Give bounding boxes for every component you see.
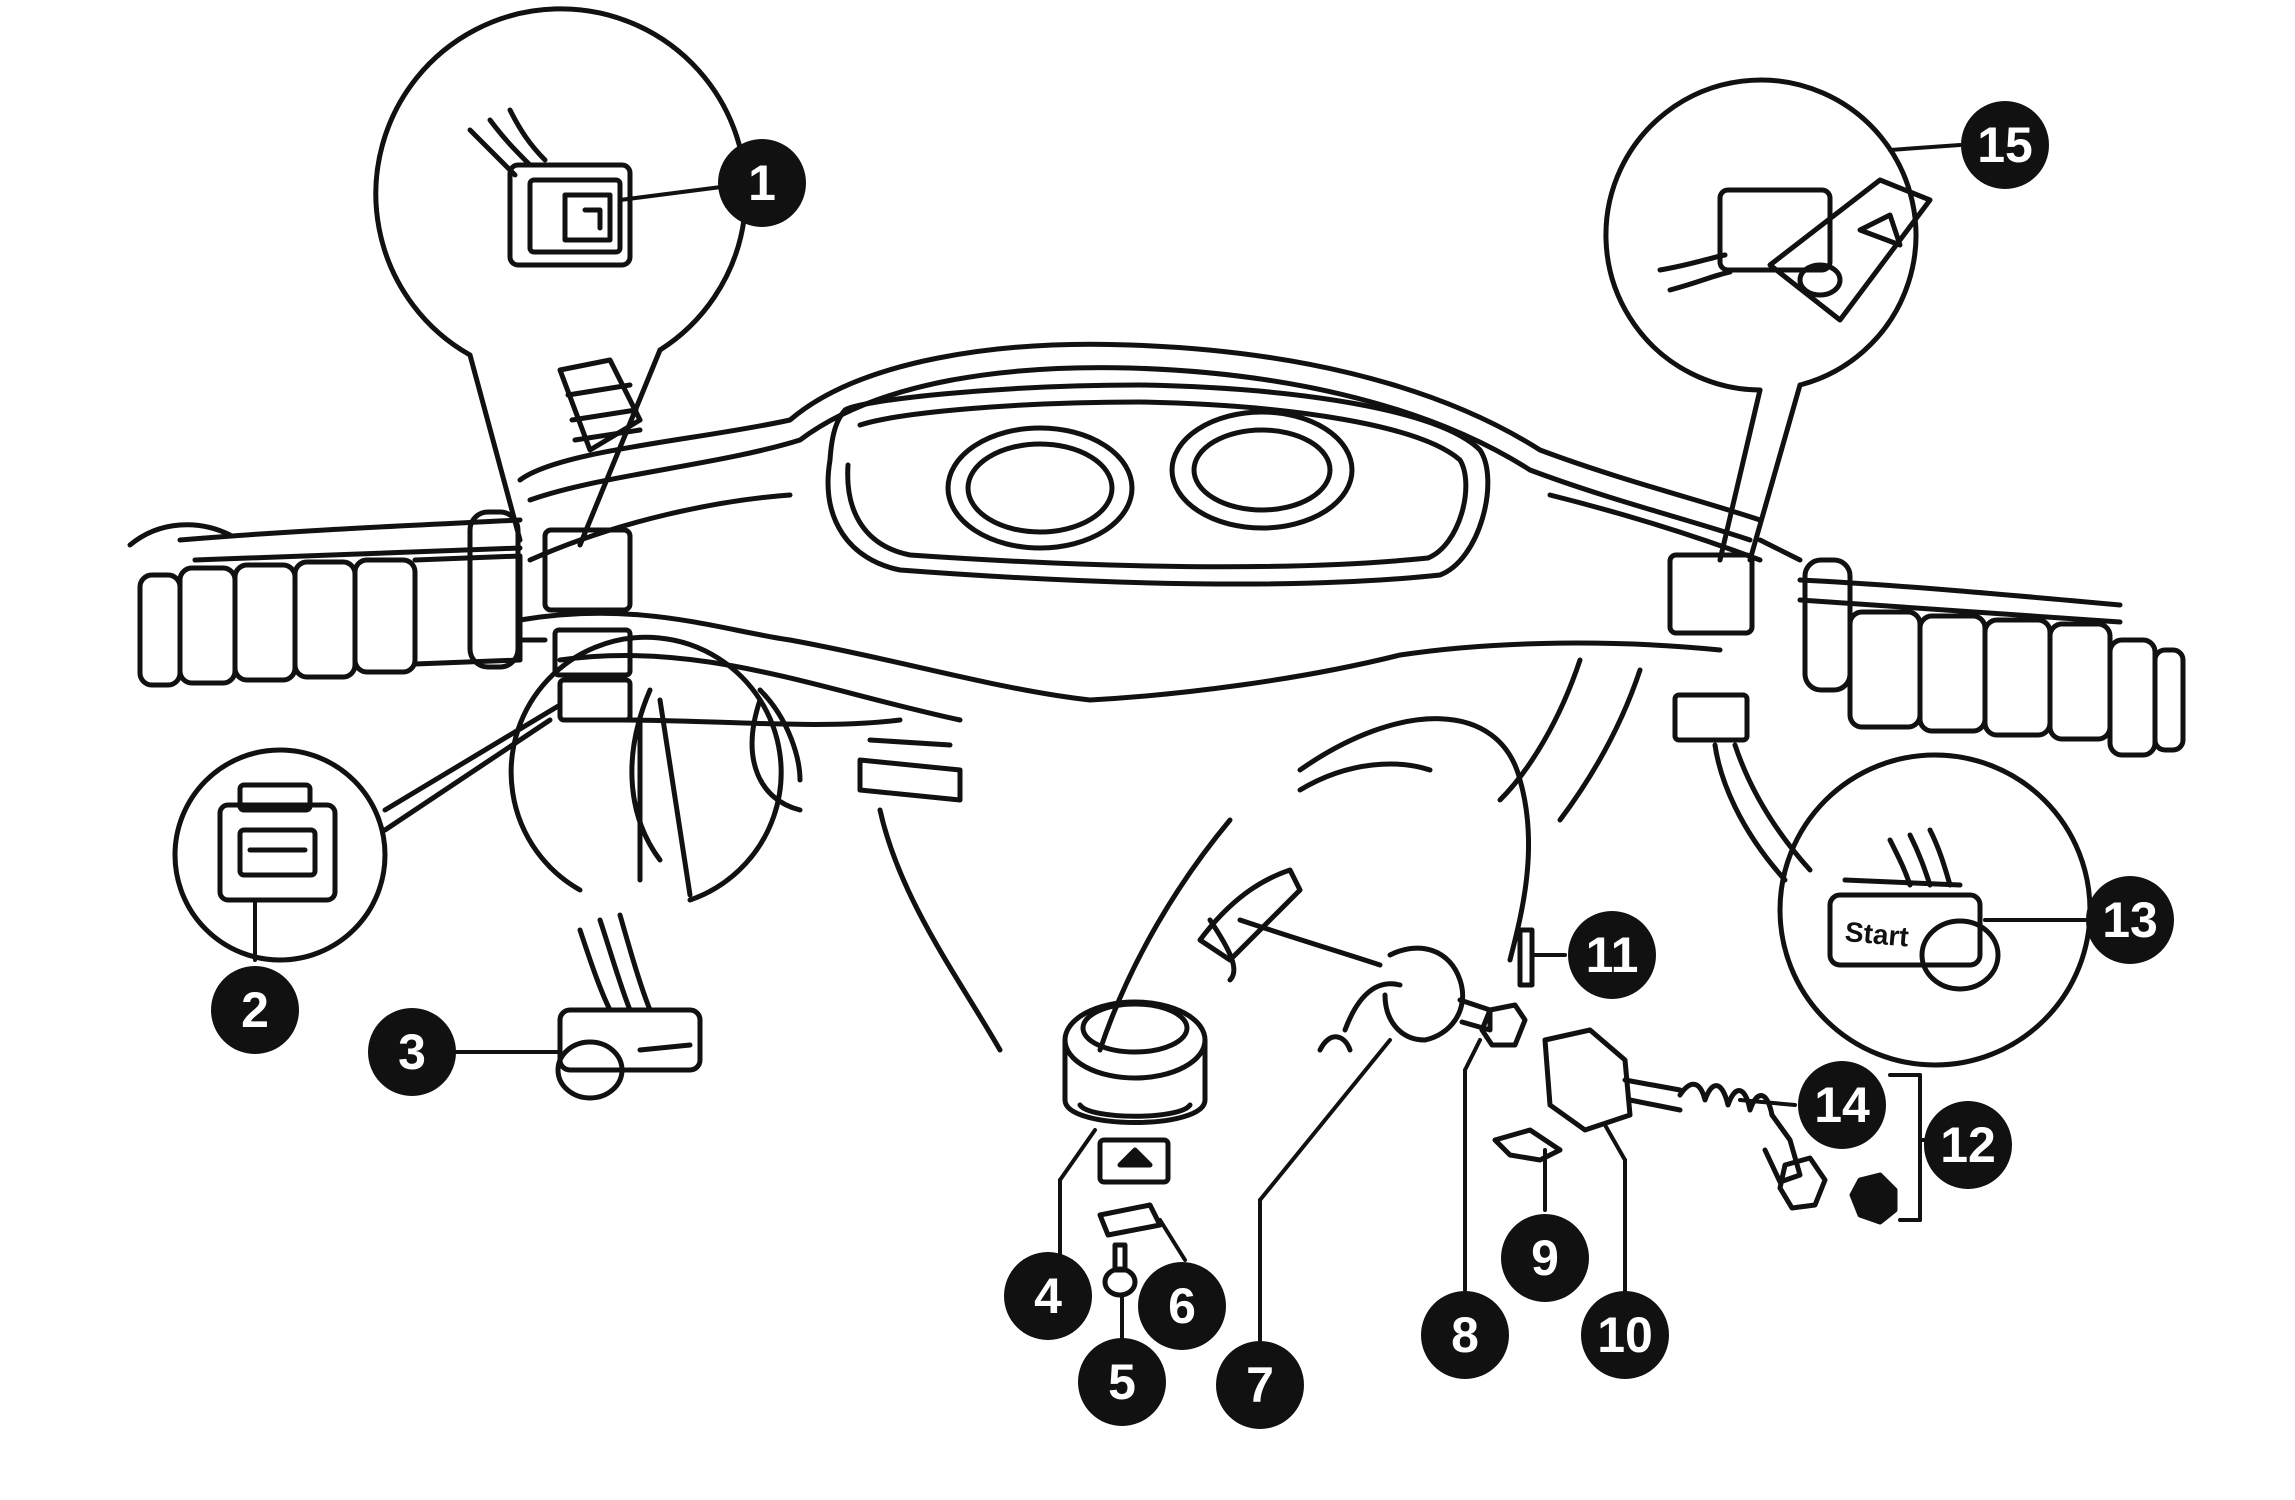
svg-text:12: 12 [1940,1117,1996,1173]
callout-3: 3 [368,1008,456,1096]
cable-assembly [1197,716,1898,1225]
svg-text:9: 9 [1531,1230,1559,1286]
svg-text:1: 1 [748,155,776,211]
detail-circle-15 [1603,77,1933,563]
right-grip [1797,557,2186,758]
cable-housing [1542,1027,1633,1133]
right-switch-housing [1667,537,1803,743]
detail-circle-3 [508,634,784,1101]
svg-text:4: 4 [1034,1268,1062,1324]
callout-7: 7 [1216,1341,1304,1429]
instrument-cluster [825,382,1491,587]
callout-1: 1 [718,139,806,227]
svg-text:2: 2 [241,982,269,1038]
svg-text:11: 11 [1586,927,1639,983]
left-grip [127,509,523,688]
brake-lever-mount-left [557,357,643,453]
handlebar-cover [517,341,1763,863]
svg-text:13: 13 [2102,892,2158,948]
svg-text:7: 7 [1246,1357,1274,1413]
callout-14: 14 [1798,1061,1886,1149]
detail-circle-1 [373,6,749,548]
svg-text:3: 3 [398,1024,426,1080]
callout-5: 5 [1078,1338,1166,1426]
detail-circle-13 [1712,742,2093,1068]
leader-lines [253,143,2087,1342]
svg-text:8: 8 [1451,1307,1479,1363]
cable-clip [1492,1127,1563,1163]
start-button-stamp: Start [1844,916,1910,952]
callout-8: 8 [1421,1291,1509,1379]
ignition-screw [1102,1266,1138,1298]
callout-badges: 1 2 3 4 5 6 7 8 [211,101,2174,1429]
svg-text:15: 15 [1977,117,2033,173]
callout-6: 6 [1138,1262,1226,1350]
cable-spring [1677,1081,1775,1118]
callout-12: 12 [1924,1101,2012,1189]
callout-11: 11 [1568,911,1656,999]
callout-10: 10 [1581,1291,1669,1379]
svg-text:14: 14 [1814,1077,1870,1133]
ignition-washer [1097,1202,1163,1238]
detail-circle-2 [172,702,563,963]
callout-15: 15 [1961,101,2049,189]
cable-nut [1479,1002,1528,1048]
callout-4: 4 [1004,1252,1092,1340]
rubber-boot [1517,927,1535,988]
svg-text:10: 10 [1597,1307,1653,1363]
ignition-switch [1062,999,1208,1298]
fuel-gauge [1169,409,1355,531]
svg-text:6: 6 [1168,1278,1196,1334]
speedometer-gauge [945,425,1135,551]
svg-text:5: 5 [1108,1354,1136,1410]
callout-13: 13 [2086,876,2174,964]
steering-column [749,697,1233,1053]
callout-9: 9 [1501,1214,1589,1302]
callout-2: 2 [211,966,299,1054]
